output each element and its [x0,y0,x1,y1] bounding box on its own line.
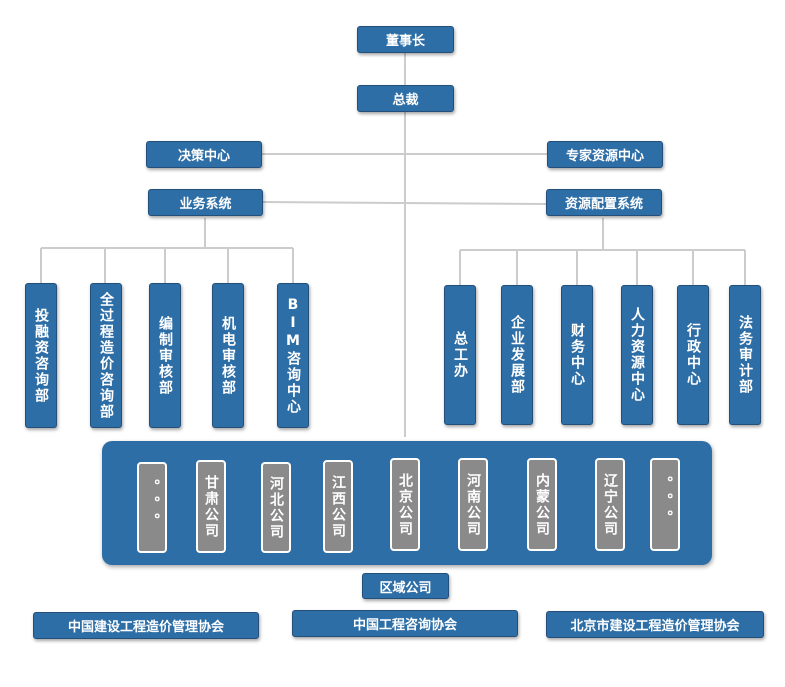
dept-full-process-cost: 全过程造价咨询部 [90,283,122,428]
chairman-box: 董事长 [357,26,454,53]
expert-center-box: 专家资源中心 [547,141,663,168]
region-liaoning: 辽宁公司 [595,458,625,551]
region-henan: 河南公司 [458,458,488,551]
dept-enterprise-development: 企业发展部 [501,285,533,425]
dept-investment-consulting: 投融资咨询部 [25,283,57,428]
region-beijing: 北京公司 [390,458,420,551]
region-hebei: 河北公司 [261,462,291,553]
region-jiangxi: 江西公司 [323,460,353,553]
business-system-box: 业务系统 [148,189,263,216]
dept-hr-center: 人力资源中心 [621,285,653,425]
president-box: 总裁 [357,85,454,112]
resource-system-box: 资源配置系统 [546,189,662,216]
decision-center-box: 决策中心 [146,141,262,168]
dept-admin-center: 行政中心 [677,285,709,425]
dept-chief-engineer: 总工办 [444,285,476,425]
region-ellipsis-left: 。。。 [137,462,167,553]
association-cecea: 中国建设工程造价管理协会 [33,612,259,639]
dept-compilation-review: 编制审核部 [149,283,181,428]
region-gansu: 甘肃公司 [196,460,226,553]
region-neimeng: 内蒙公司 [527,458,557,551]
association-ceca: 中国工程咨询协会 [292,610,518,637]
association-beijing-cost: 北京市建设工程造价管理协会 [546,611,764,638]
region-label-box: 区域公司 [362,573,449,599]
dept-legal-audit: 法务审计部 [729,285,761,425]
dept-finance-center: 财务中心 [561,285,593,425]
region-ellipsis-right: 。。。 [650,458,680,551]
dept-mep-review: 机电审核部 [212,283,244,428]
dept-bim-consulting: BIM咨询中心 [277,283,309,428]
